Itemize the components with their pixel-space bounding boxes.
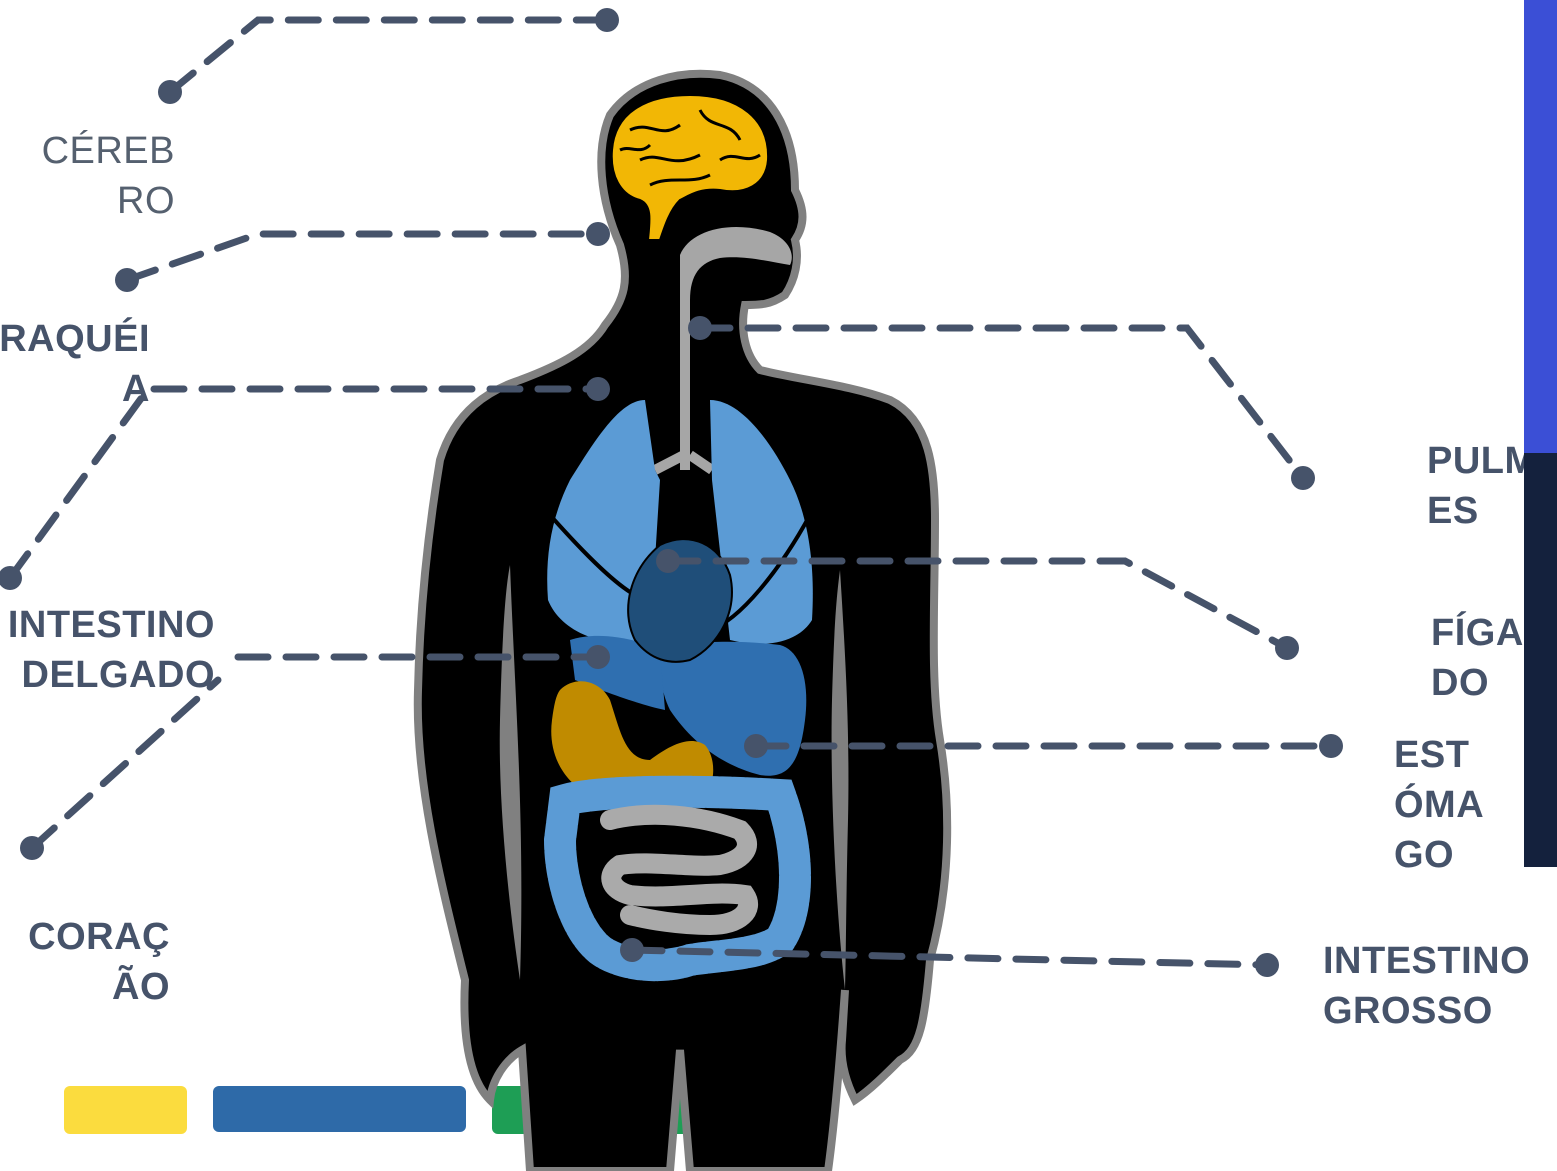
label-intestino-delgado-line2: DELGADO: [8, 650, 215, 700]
dot-estomago-a: [744, 734, 768, 758]
leader-cerebro: [170, 20, 607, 92]
leader-coracao: [32, 680, 218, 848]
dot-intestino-grosso-a: [620, 938, 644, 962]
label-coracao-line1: CORAÇ: [28, 912, 170, 962]
label-intestino-grosso-line1: INTESTINO: [1323, 936, 1530, 986]
label-coracao-line2: ÃO: [28, 962, 170, 1012]
dot-coracao-b: [586, 645, 610, 669]
label-traqueia-line1: TRAQUÉI: [0, 314, 150, 364]
label-pulmoes: PULMÕ ES: [1427, 436, 1524, 536]
label-pulmoes-line1: PULMÕ: [1427, 436, 1524, 486]
dot-pulmoes-a: [688, 316, 712, 340]
label-figado: FÍGA DO: [1431, 608, 1524, 708]
label-intestino-grosso: INTESTINO GROSSO: [1323, 936, 1530, 1036]
dot-cerebro-a: [158, 80, 182, 104]
label-cerebro-line1: CÉREB: [42, 126, 175, 176]
dot-intestino-grosso-b: [1255, 953, 1279, 977]
label-estomago: EST ÓMA GO: [1394, 730, 1484, 880]
dot-coracao-a: [20, 836, 44, 860]
leader-traqueia: [127, 234, 598, 280]
label-estomago-line2: ÓMA: [1394, 780, 1484, 830]
label-cerebro: CÉREB RO: [42, 126, 175, 226]
label-traqueia-line2: A: [0, 364, 150, 414]
dot-intestino-delgado-b: [586, 377, 610, 401]
label-coracao: CORAÇ ÃO: [28, 912, 170, 1012]
label-estomago-line1: EST: [1394, 730, 1484, 780]
dot-cerebro-b: [595, 8, 619, 32]
label-cerebro-line2: RO: [42, 176, 175, 226]
label-estomago-line3: GO: [1394, 830, 1484, 880]
dot-estomago-b: [1319, 734, 1343, 758]
label-figado-line1: FÍGA: [1431, 608, 1524, 658]
label-intestino-delgado-line1: INTESTINO: [8, 600, 215, 650]
dot-traqueia-a: [115, 268, 139, 292]
label-intestino-delgado: INTESTINO DELGADO: [8, 600, 215, 700]
dot-pulmoes-b: [1291, 466, 1315, 490]
dot-figado-b: [1275, 636, 1299, 660]
label-intestino-grosso-line2: GROSSO: [1323, 986, 1530, 1036]
label-pulmoes-line2: ES: [1427, 486, 1524, 536]
label-traqueia: TRAQUÉI A: [0, 314, 150, 414]
dot-figado-a: [656, 549, 680, 573]
dot-traqueia-b: [586, 222, 610, 246]
label-figado-line2: DO: [1431, 658, 1524, 708]
